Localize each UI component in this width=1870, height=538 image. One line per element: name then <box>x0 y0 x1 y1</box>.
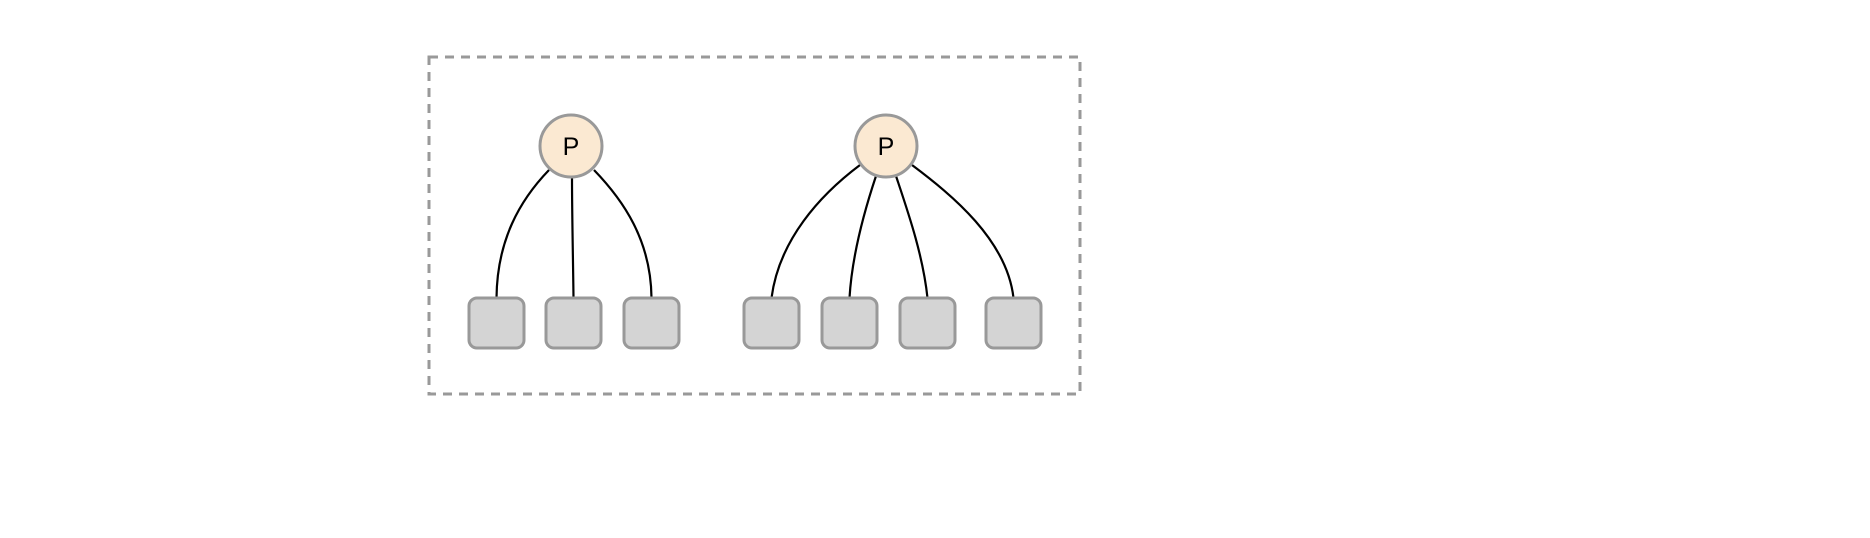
child-node-right-4[interactable] <box>984 296 1043 350</box>
parent-node-label: P <box>878 133 895 161</box>
parent-node-left[interactable] <box>538 113 604 179</box>
child-node-right-2[interactable] <box>820 296 879 350</box>
edge-left-3 <box>593 169 653 299</box>
child-node-left-3[interactable] <box>622 296 681 350</box>
group-boundary <box>427 55 1082 396</box>
child-node-right-1[interactable] <box>742 296 801 350</box>
parent-node-right[interactable] <box>853 113 919 179</box>
child-node-left-2[interactable] <box>544 296 603 350</box>
edge-left-1 <box>495 169 550 299</box>
edge-right-4 <box>911 164 1015 299</box>
child-node-layer <box>467 296 1043 350</box>
edge-left-2 <box>570 176 575 299</box>
child-node-left-1[interactable] <box>467 296 526 350</box>
edge-layer <box>495 164 1015 299</box>
group-boundary-layer <box>427 55 1082 396</box>
parent-node-label: P <box>563 133 580 161</box>
edge-right-2 <box>848 175 878 299</box>
edge-right-1 <box>770 164 861 299</box>
child-node-right-3[interactable] <box>898 296 957 350</box>
edge-right-3 <box>894 175 929 299</box>
